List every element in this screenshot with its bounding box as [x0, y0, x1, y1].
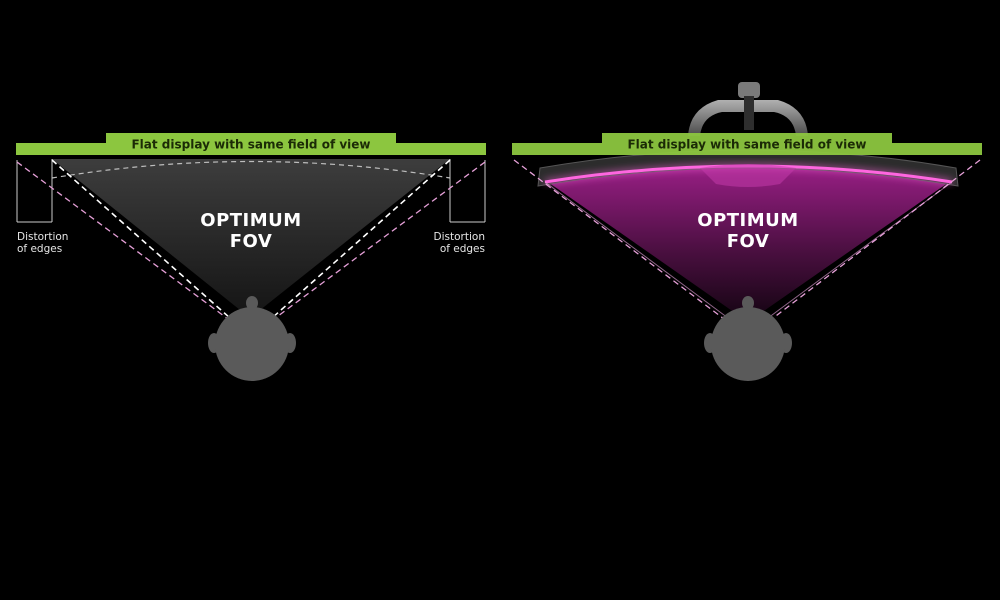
right-panel-left-fov-glow	[544, 181, 729, 319]
right-distortion-label-2: of edges	[440, 243, 485, 255]
head-icon	[208, 296, 296, 381]
right-fov-label-line2: FOV	[727, 231, 770, 252]
monitor-stand-icon	[688, 82, 808, 136]
right-panel-right-fov-glow	[767, 181, 953, 319]
left-fov-area	[52, 159, 450, 318]
right-bar-label: Flat display with same field of view	[627, 138, 866, 152]
left-fov-label-line2: FOV	[230, 231, 273, 252]
head-icon	[704, 296, 792, 381]
right-flat-display-bar	[512, 133, 982, 155]
right-fov-label-line1: OPTIMUM	[697, 210, 798, 231]
right-panel: Flat display with same field of view OPT…	[512, 82, 982, 381]
right-distortion-label-1: Distortion	[434, 231, 485, 243]
curved-display-inner-reflection	[700, 164, 796, 187]
left-flat-display-bar	[16, 133, 486, 155]
left-curved-arc	[51, 160, 451, 179]
right-fov-line-pink	[269, 161, 486, 323]
right-panel-left-fov-line	[513, 159, 729, 323]
left-bar-label: Flat display with same field of view	[131, 138, 370, 152]
left-fov-label-line1: OPTIMUM	[200, 210, 301, 231]
right-fov-area	[545, 165, 952, 322]
left-fov-line-pink	[16, 161, 233, 323]
left-panel: Flat display with same field of view OPT…	[16, 133, 486, 381]
left-distortion-label-2: of edges	[17, 243, 62, 255]
left-distortion-label-1: Distortion	[17, 231, 68, 243]
